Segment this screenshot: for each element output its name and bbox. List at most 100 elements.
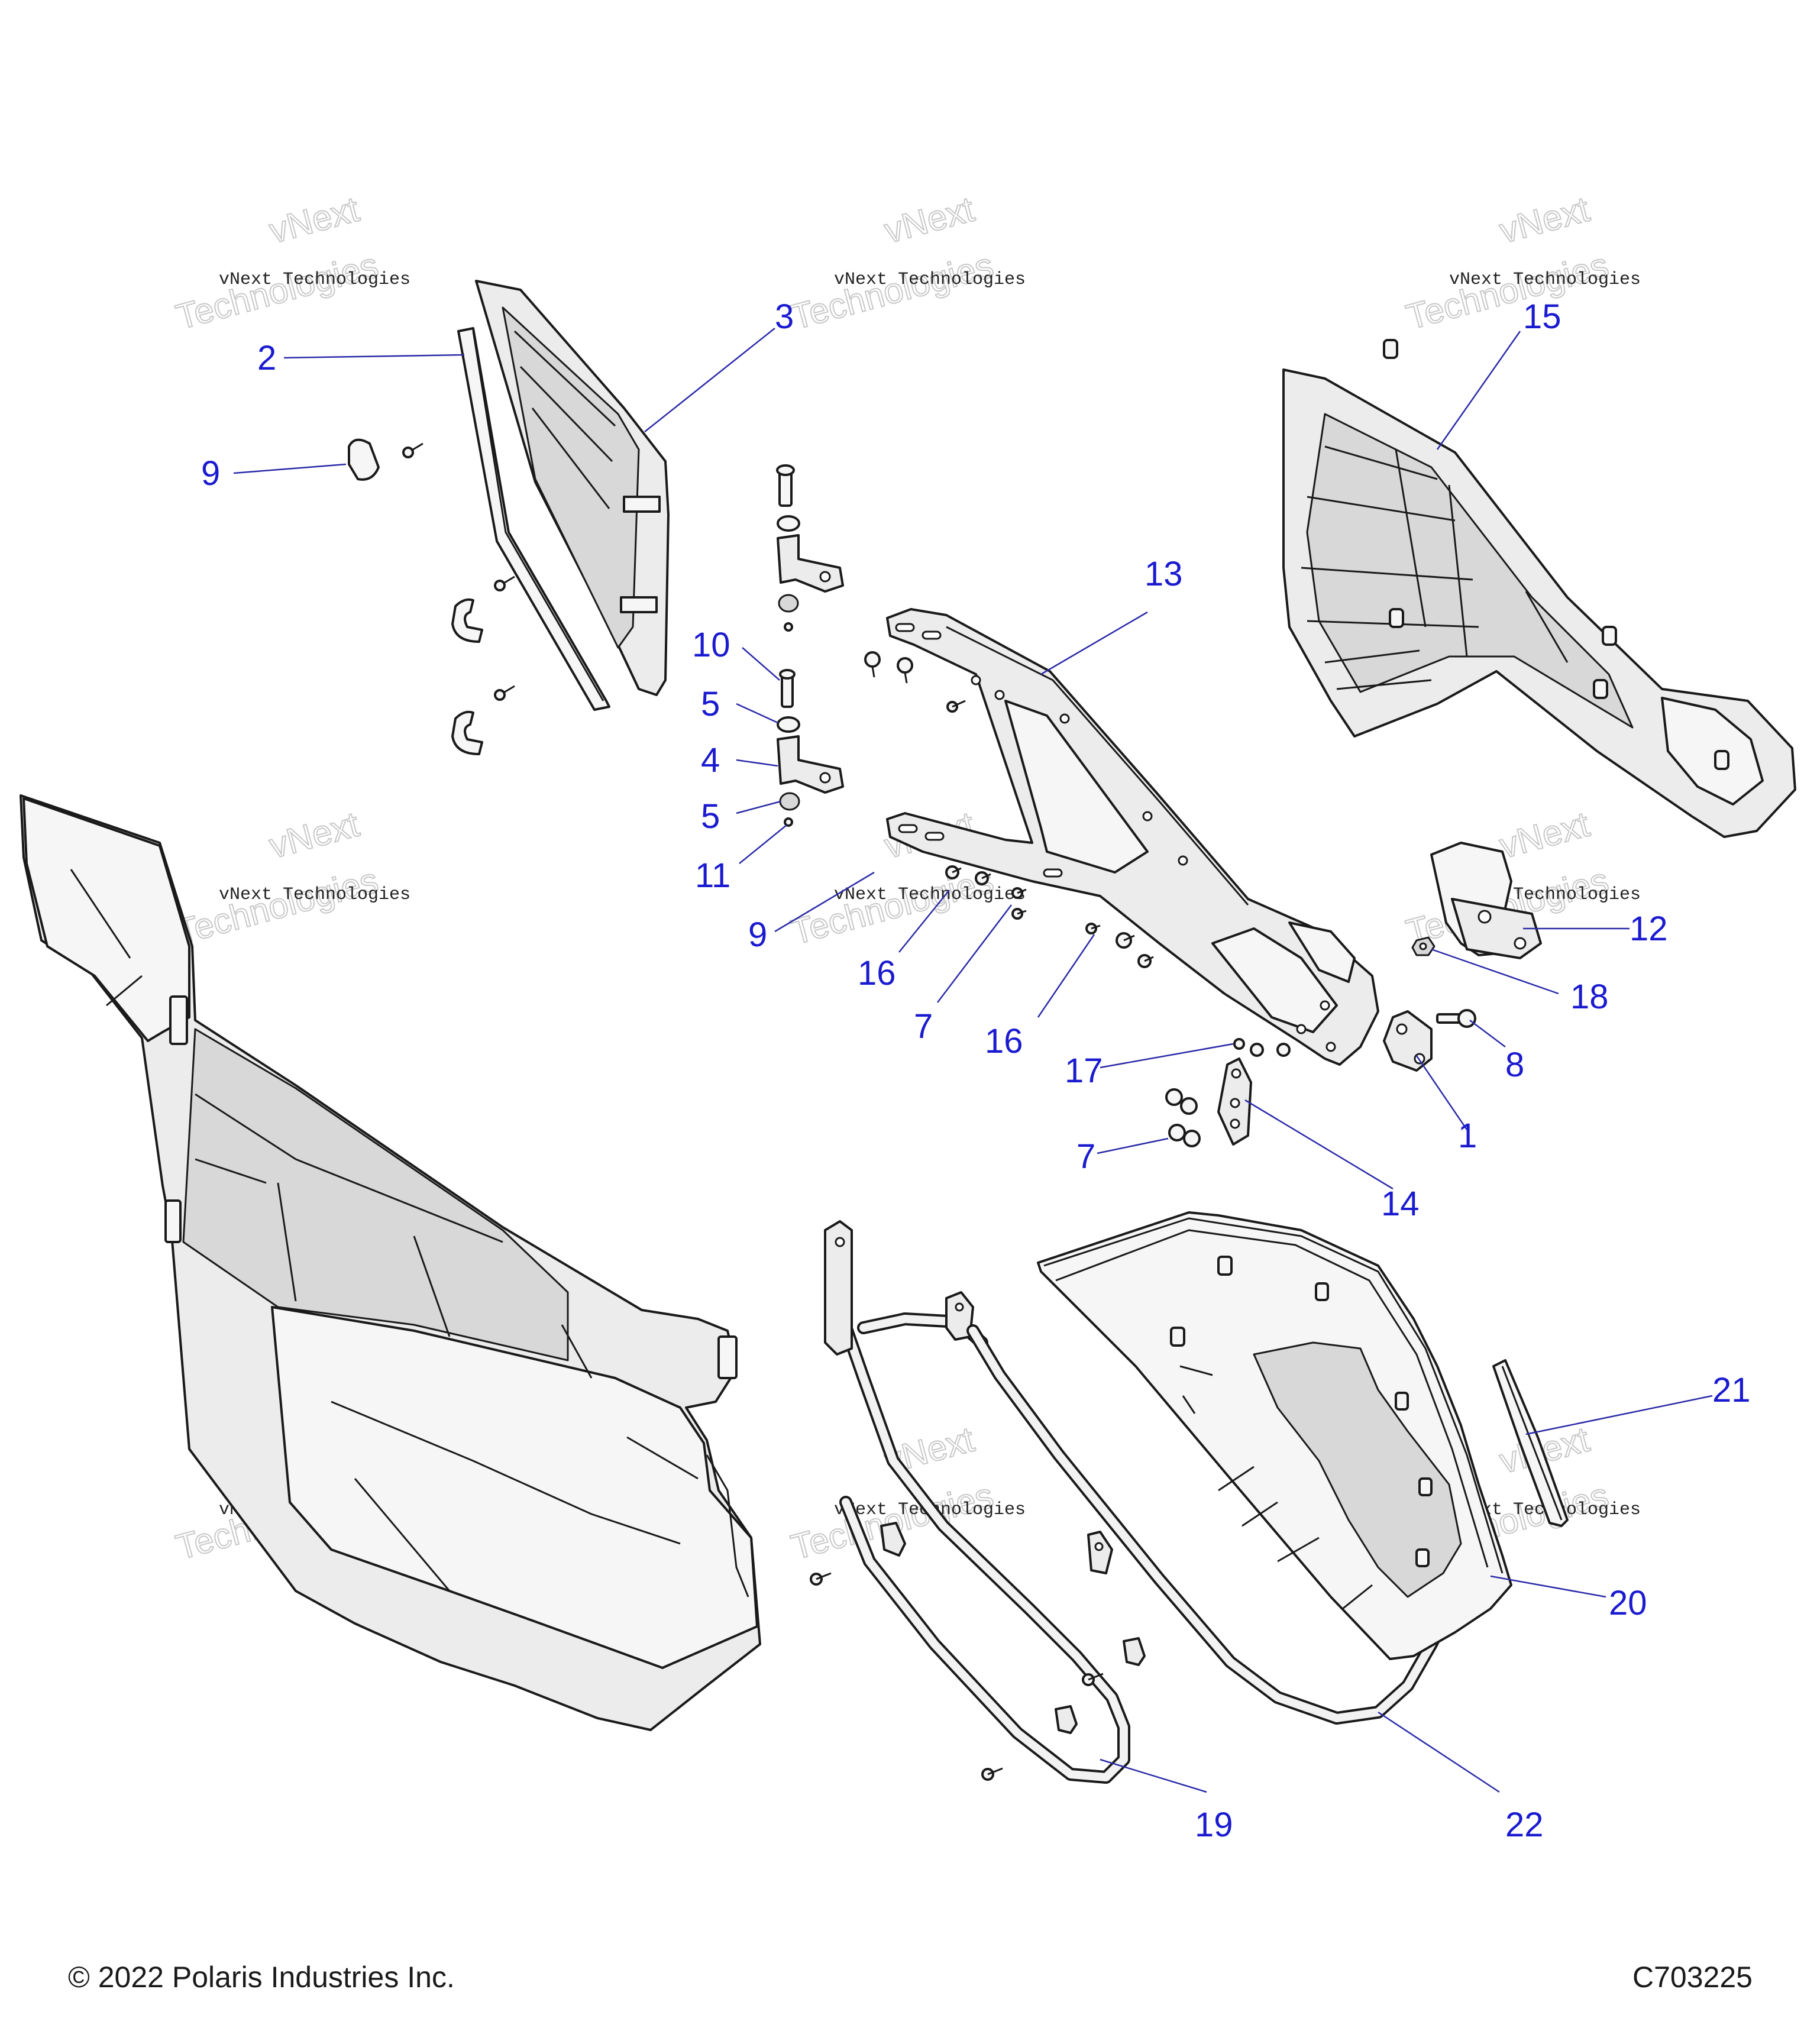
- screw-19-b: [1082, 1673, 1104, 1686]
- part-14-bracket: [1217, 1057, 1252, 1146]
- part-19-lower-tube-frame: [824, 1220, 1146, 1784]
- screw-mid-left-a: [494, 575, 515, 591]
- part-6-clip: [348, 438, 380, 481]
- watermark-text: vNext Technologies: [219, 270, 410, 290]
- watermark-top-center: vNext Technologies vNext Technologies: [787, 189, 1026, 338]
- watermark-text: vNext Technologies: [834, 885, 1026, 905]
- leader-10: [742, 647, 780, 681]
- callout-labels: 2 3 9 10 5 4 5 11 13 15 9 16 7 16 17 7 1…: [201, 297, 1751, 1844]
- leader-1: [1415, 1055, 1468, 1130]
- leader-21: [1525, 1395, 1713, 1435]
- leader-18: [1431, 948, 1559, 995]
- leader-20: [1490, 1575, 1606, 1598]
- callout-16-left: 16: [858, 954, 896, 992]
- leader-14: [1244, 1099, 1394, 1190]
- watermark-tech-big: Technologies: [1402, 245, 1613, 337]
- leader-8: [1469, 1020, 1506, 1047]
- leader-5-upper: [736, 703, 778, 724]
- part-5-washer: [777, 716, 800, 733]
- callout-7-lower: 7: [1076, 1137, 1095, 1176]
- callout-21: 21: [1712, 1371, 1751, 1409]
- watermark-text: vNext Technologies: [219, 885, 410, 905]
- leader-2: [283, 354, 465, 359]
- part-21-seal-strip: [1492, 1359, 1569, 1527]
- watermark-text: vNext Technologies: [834, 270, 1026, 290]
- watermark-brand-big: vNext: [265, 189, 363, 251]
- leader-7-upper: [937, 904, 1012, 1003]
- watermark-tech-big: Technologies: [172, 245, 383, 337]
- hinge-stack-upper: [776, 464, 844, 632]
- watermark-brand-big: vNext: [880, 189, 978, 251]
- leader-16-left: [898, 890, 950, 953]
- callout-14: 14: [1381, 1185, 1420, 1223]
- callout-15: 15: [1523, 297, 1561, 336]
- leader-11: [739, 824, 787, 864]
- part-18-nut: [1411, 936, 1436, 956]
- part-12-latch: [1430, 842, 1542, 959]
- callout-18: 18: [1570, 978, 1609, 1016]
- callout-12: 12: [1630, 910, 1668, 948]
- part-6-clip-lower-b: [451, 710, 483, 755]
- watermark-text: vNext Technologies: [1449, 270, 1641, 290]
- callout-5-lower: 5: [701, 797, 720, 836]
- callout-10: 10: [692, 626, 730, 664]
- leader-13: [1040, 611, 1148, 675]
- part-6-clip-lower-a: [451, 598, 483, 643]
- leader-16-right: [1037, 934, 1095, 1018]
- callout-8: 8: [1505, 1046, 1524, 1084]
- frame-screw-b: [897, 657, 913, 684]
- frame-screw-e: [975, 871, 991, 885]
- frame-screw-g: [1011, 908, 1027, 920]
- hinge-stack-lower: [777, 669, 844, 827]
- part-13-door-frame: [886, 608, 1379, 1066]
- frame-screw-h: [1085, 923, 1101, 934]
- leader-19: [1100, 1758, 1207, 1793]
- frame-screw-a: [864, 651, 881, 678]
- part-5-washer-upper: [777, 515, 800, 532]
- leader-3: [644, 328, 775, 432]
- leader-5-lower: [736, 800, 781, 814]
- frame-screw-i: [1116, 932, 1135, 949]
- part-2-seal-strip: [457, 327, 610, 711]
- callout-9: 9: [748, 916, 767, 954]
- frame-screw-f: [1011, 887, 1027, 899]
- leader-9: [774, 871, 875, 933]
- part-5-washer-lower: [779, 792, 800, 811]
- part-20-lower-door-panel: [1037, 1211, 1512, 1660]
- leader-6: [233, 463, 347, 474]
- leader-7-lower: [1097, 1137, 1169, 1154]
- callout-2: 2: [257, 339, 276, 377]
- callout-6: 9: [201, 454, 220, 493]
- callout-5-upper: 5: [701, 685, 720, 723]
- callout-11: 11: [695, 856, 730, 895]
- watermark-top-left: vNext Technologies vNext Technologies: [172, 189, 410, 338]
- callout-7-upper: 7: [914, 1007, 933, 1046]
- callout-13: 13: [1144, 555, 1183, 593]
- watermark-top-right: vNext Technologies vNext Technologies: [1402, 189, 1641, 338]
- watermark-brand-big: vNext: [1495, 189, 1593, 251]
- watermark-mid-left: vNext Technologies vNext Technologies: [172, 804, 410, 953]
- watermark-low-center: vNext Technologies vNext Technologies: [787, 1419, 1026, 1568]
- screw-19-c: [981, 1767, 1003, 1781]
- leader-15: [1436, 331, 1521, 450]
- part-15-inner-panel: [1282, 339, 1796, 838]
- part-4-hinge: [777, 735, 844, 794]
- part-8-bolt: [1436, 1009, 1476, 1028]
- callout-22: 22: [1505, 1806, 1544, 1844]
- screw-top-left: [402, 442, 423, 458]
- callout-16-right: 16: [985, 1022, 1023, 1060]
- frame-screw-c: [946, 700, 966, 713]
- leader-lines: [233, 328, 1713, 1793]
- leader-4: [736, 759, 778, 767]
- callout-20: 20: [1609, 1584, 1647, 1622]
- part-4-hinge-upper: [777, 534, 844, 593]
- screw-mid-left-b: [494, 685, 515, 701]
- frame-screw-j: [1137, 954, 1154, 968]
- watermark-brand-big: vNext: [265, 804, 363, 866]
- part-1-striker-plate: [1383, 1010, 1433, 1072]
- diagram-id: C703225: [1632, 1961, 1753, 1994]
- leader-22: [1378, 1711, 1500, 1793]
- callout-3: 3: [775, 297, 794, 336]
- copyright-text: © 2022 Polaris Industries Inc.: [68, 1961, 455, 1994]
